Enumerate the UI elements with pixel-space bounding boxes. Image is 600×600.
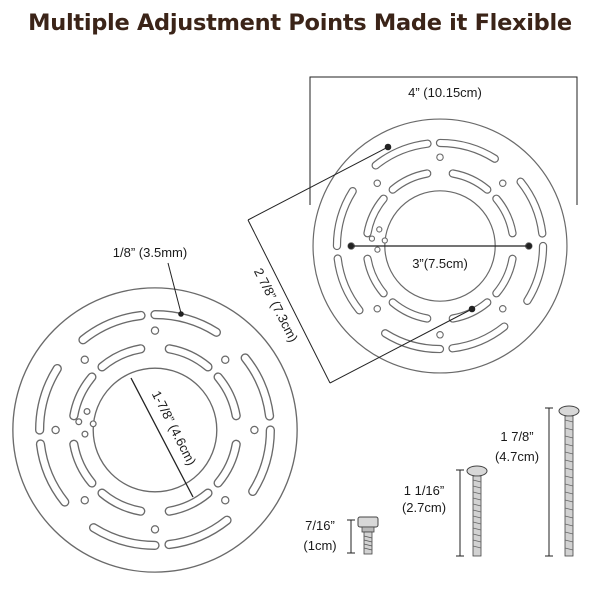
label-screw-mid-cm: (2.7cm) — [402, 500, 446, 515]
screw-long — [545, 405, 580, 557]
dimension-line-diagonal — [247, 143, 476, 384]
dimension-line-3in — [348, 243, 532, 249]
dimension-line-inner — [130, 377, 194, 498]
mounting-plate-bottom — [13, 288, 297, 572]
dimension-bracket-4in — [309, 76, 578, 205]
screw-medium — [456, 465, 488, 557]
label-hole-1-8: 1/8” (3.5mm) — [113, 245, 187, 260]
label-width-4in: 4” (10.15cm) — [408, 85, 482, 100]
page-title: Multiple Adjustment Points Made it Flexi… — [28, 10, 572, 36]
label-screw-mid-in: 1 1/16” — [404, 483, 444, 498]
label-hole-spacing-3in: 3”(7.5cm) — [412, 256, 468, 271]
label-screw-long-cm: (4.7cm) — [495, 449, 539, 464]
dimension-pointer-1-8 — [167, 262, 184, 317]
label-screw-small-cm: (1cm) — [303, 538, 336, 553]
label-screw-small-in: 7/16” — [305, 518, 335, 533]
label-screw-long-in: 1 7/8” — [500, 429, 533, 444]
screw-small — [347, 516, 379, 555]
